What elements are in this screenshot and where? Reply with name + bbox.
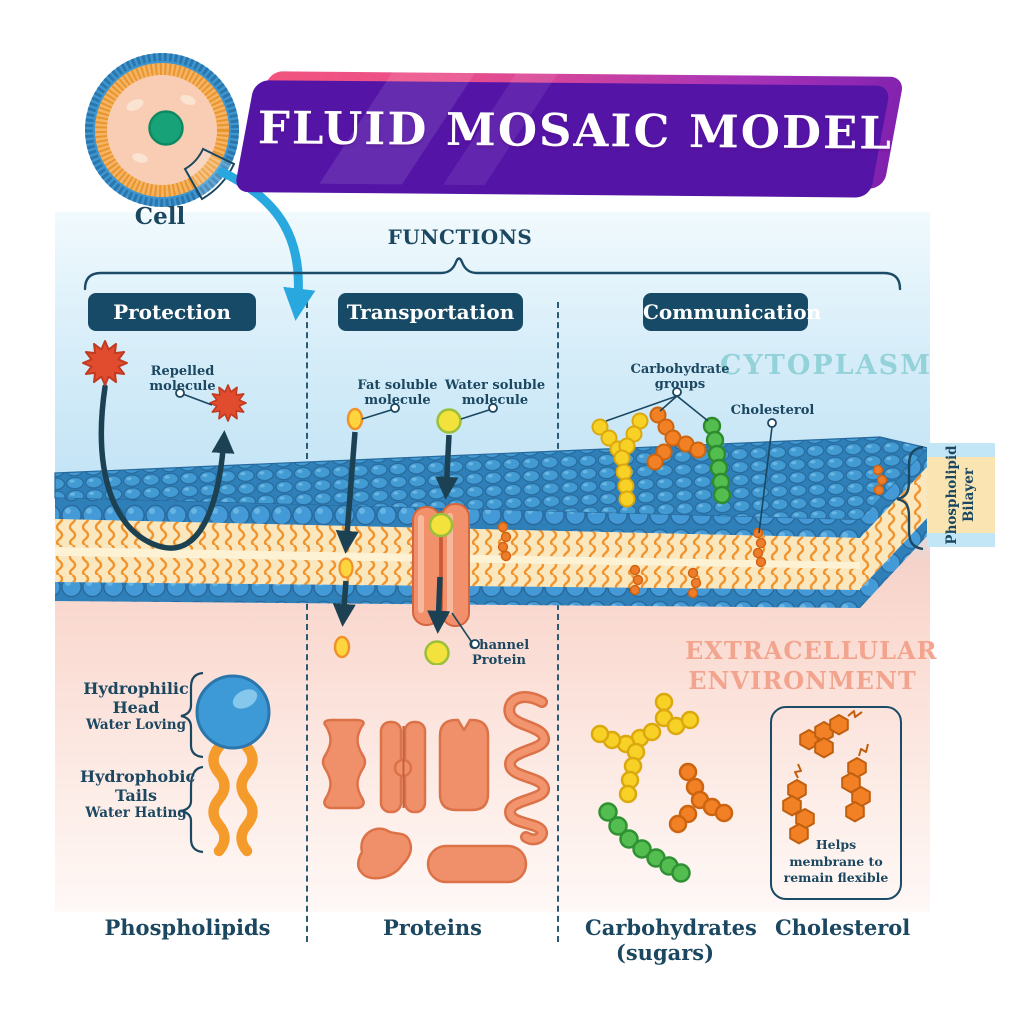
cholesterol-annotation-label: Cholesterol — [730, 403, 815, 418]
section-communication: Communication — [643, 293, 821, 331]
carbohydrate-shapes — [590, 692, 734, 883]
protein-coil — [503, 691, 550, 846]
extracellular-label: EXTRACELLULAR ENVIRONMENT — [685, 636, 938, 695]
functions-brace — [83, 257, 902, 291]
cholesterol-molecule — [841, 743, 871, 823]
cholesterol-molecule — [782, 763, 815, 845]
legend-proteins-label: Proteins — [383, 915, 482, 940]
fat-soluble-label: Fat soluble molecule — [357, 378, 438, 409]
protein-peanut — [321, 718, 367, 810]
cholesterol-note: Helps membrane to remain flexible — [783, 837, 889, 885]
hydrophobic-label: Hydrophobic Tails Water Hating — [80, 767, 196, 821]
functions-header: FUNCTIONS — [387, 225, 533, 249]
cholesterol-molecule — [799, 710, 863, 759]
bilayer-label-box — [896, 443, 995, 551]
protein-blob — [357, 827, 413, 880]
phospholipid-head — [195, 674, 271, 750]
protein-slab — [438, 718, 490, 812]
section-protection: Protection — [88, 293, 256, 331]
water-soluble-label: Water soluble molecule — [444, 378, 546, 409]
cholesterol-box: Helps membrane to remain flexible — [770, 706, 902, 900]
carb-orange-chain — [668, 762, 734, 834]
protein-capsule — [426, 844, 528, 884]
cell-nucleus — [148, 110, 184, 146]
pointer-dots — [175, 387, 777, 649]
bilayer-label: Phospholipid Bilayer — [944, 445, 977, 545]
repelled-molecule-label: Repelled molecule — [149, 364, 216, 395]
carbohydrate-chain-green — [702, 416, 732, 505]
phospholipid-tail — [236, 741, 258, 857]
legend-carbohydrates-label: Carbohydrates (sugars) — [585, 915, 757, 965]
hydrophilic-label: Hydrophilic Head Water Loving — [83, 679, 189, 733]
phospholipid-structure — [180, 671, 271, 857]
magnified-wedge — [183, 147, 236, 201]
carb-yellow-chain — [590, 692, 700, 804]
membrane-cholesterol-beads — [497, 464, 888, 599]
divider-protection-transportation — [306, 302, 308, 942]
carb-green-chain — [598, 802, 691, 883]
repelled-arrow — [98, 384, 235, 551]
protein-channel-pair — [379, 720, 427, 814]
membrane-illustration — [54, 340, 995, 665]
pointer-lines — [179, 392, 773, 642]
tails-brace — [180, 765, 204, 854]
legend-phospholipids-label: Phospholipids — [104, 915, 271, 940]
channel-protein — [412, 503, 470, 627]
cholesterol-molecules — [782, 710, 871, 845]
divider-transportation-communication — [557, 302, 559, 942]
carbohydrate-chain-yellow — [591, 412, 649, 508]
channel-protein-label: Channel Protein — [468, 638, 530, 669]
water-soluble-pathway — [424, 408, 462, 665]
section-transportation: Transportation — [338, 293, 523, 331]
bilayer-brace — [896, 445, 924, 551]
cytoplasm-label: CYTOPLASM — [720, 350, 932, 381]
carbohydrate-chain-orange — [646, 406, 707, 471]
legend-cholesterol-label: Cholesterol — [775, 915, 911, 940]
head-brace — [180, 671, 204, 759]
protein-shapes — [321, 691, 550, 884]
carbohydrate-groups-label: Carbohydrate groups — [630, 362, 730, 393]
cell-illustration — [85, 53, 239, 207]
title-banner: FLUID MOSAIC MODEL — [247, 71, 905, 189]
page-title: FLUID MOSAIC MODEL — [258, 100, 894, 160]
phospholipid-tail — [208, 741, 230, 857]
cell-label: Cell — [134, 203, 186, 230]
repelled-molecule-1 — [82, 340, 128, 386]
